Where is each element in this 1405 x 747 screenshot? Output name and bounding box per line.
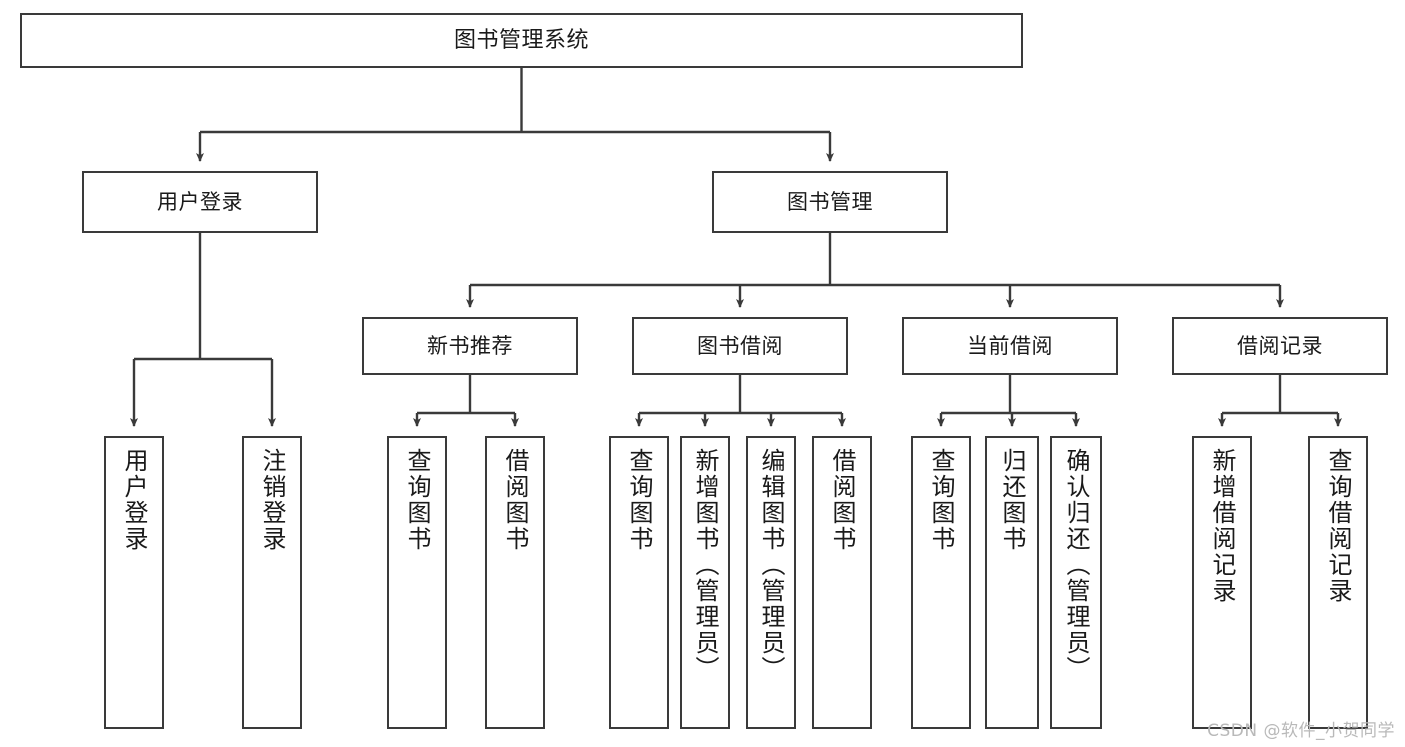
node-leaf-confirm-return-label: 确认归还（管理员） (1062, 448, 1090, 682)
node-leaf-query-book-3[interactable]: 查询图书 (911, 436, 971, 729)
node-book-manage-label: 图书管理 (787, 189, 873, 214)
node-root-label: 图书管理系统 (453, 27, 589, 53)
node-new-book-rec-label: 新书推荐 (427, 333, 513, 358)
node-user-login[interactable]: 用户登录 (82, 171, 318, 233)
node-borrow-record-label: 借阅记录 (1237, 333, 1323, 358)
node-leaf-borrow-book-2-label: 借阅图书 (828, 448, 856, 552)
node-leaf-borrow-book-1[interactable]: 借阅图书 (485, 436, 545, 729)
node-leaf-logout-label: 注销登录 (258, 448, 286, 552)
node-book-manage[interactable]: 图书管理 (712, 171, 948, 233)
node-leaf-query-book-2[interactable]: 查询图书 (609, 436, 669, 729)
node-new-book-rec[interactable]: 新书推荐 (362, 317, 578, 375)
node-leaf-user-login-label: 用户登录 (120, 448, 148, 552)
node-leaf-query-book-1[interactable]: 查询图书 (387, 436, 447, 729)
node-leaf-return-book-label: 归还图书 (998, 448, 1026, 552)
node-leaf-add-book-label: 新增图书（管理员） (691, 448, 719, 682)
node-leaf-query-record-label: 查询借阅记录 (1324, 448, 1352, 604)
node-leaf-query-book-2-label: 查询图书 (625, 448, 653, 552)
node-book-borrow-label: 图书借阅 (697, 333, 783, 358)
node-current-borrow[interactable]: 当前借阅 (902, 317, 1118, 375)
node-leaf-return-book[interactable]: 归还图书 (985, 436, 1039, 729)
node-leaf-user-login[interactable]: 用户登录 (104, 436, 164, 729)
node-user-login-label: 用户登录 (157, 189, 243, 214)
node-book-borrow[interactable]: 图书借阅 (632, 317, 848, 375)
node-leaf-query-book-1-label: 查询图书 (403, 448, 431, 552)
node-leaf-edit-book-label: 编辑图书（管理员） (757, 448, 785, 682)
node-leaf-edit-book[interactable]: 编辑图书（管理员） (746, 436, 796, 729)
node-leaf-logout[interactable]: 注销登录 (242, 436, 302, 729)
node-current-borrow-label: 当前借阅 (967, 333, 1053, 358)
node-leaf-query-book-3-label: 查询图书 (927, 448, 955, 552)
node-leaf-confirm-return[interactable]: 确认归还（管理员） (1050, 436, 1102, 729)
node-root[interactable]: 图书管理系统 (20, 13, 1023, 68)
watermark-text: CSDN @软件_小贺同学 (1207, 721, 1395, 741)
node-leaf-borrow-book-2[interactable]: 借阅图书 (812, 436, 872, 729)
node-leaf-borrow-book-1-label: 借阅图书 (501, 448, 529, 552)
node-leaf-add-book[interactable]: 新增图书（管理员） (680, 436, 730, 729)
node-borrow-record[interactable]: 借阅记录 (1172, 317, 1388, 375)
node-leaf-query-record[interactable]: 查询借阅记录 (1308, 436, 1368, 729)
node-leaf-add-record-label: 新增借阅记录 (1208, 448, 1236, 604)
node-leaf-add-record[interactable]: 新增借阅记录 (1192, 436, 1252, 729)
